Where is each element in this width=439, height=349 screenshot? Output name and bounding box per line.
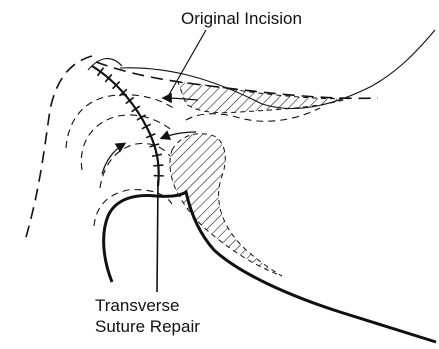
outer-dashed-boundary — [24, 56, 92, 244]
lower-hatched-tissue — [170, 134, 282, 276]
suture-stitch — [152, 154, 162, 156]
inner-dashed-curve-1 — [66, 95, 176, 148]
transverse-label: Transverse — [95, 296, 179, 316]
suture-stitch — [132, 106, 140, 112]
original-incision-label: Original Incision — [181, 9, 302, 29]
flap-arrow-left — [102, 144, 124, 174]
suture-stitch — [153, 165, 163, 166]
inner-dashed-curve-2 — [81, 115, 174, 170]
suture-repair-label: Suture Repair — [95, 317, 200, 337]
